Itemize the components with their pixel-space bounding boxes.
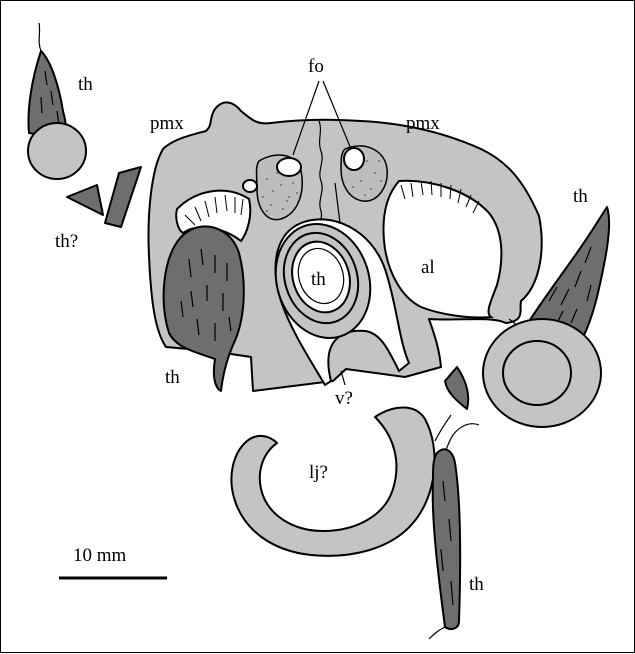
tooth-bottom <box>429 449 460 639</box>
label-th-right: th <box>573 186 588 207</box>
label-fo: fo <box>308 56 324 77</box>
label-th-center: th <box>311 269 326 290</box>
tooth-top-left <box>28 23 86 179</box>
tooth-fragments-th-question <box>67 167 141 227</box>
scale-bar-label: 10 mm <box>73 545 127 566</box>
fine-lines <box>435 415 479 453</box>
label-th-lower-left: th <box>165 367 180 388</box>
label-th-top-left: th <box>78 74 93 95</box>
tooth-fragment-diamond <box>445 367 468 409</box>
label-th-question: th? <box>55 231 78 252</box>
lower-jaw-arc <box>231 408 434 556</box>
label-pmx-right: pmx <box>406 113 440 134</box>
label-th-bottom: th <box>469 574 484 595</box>
label-pmx-left: pmx <box>150 113 184 134</box>
label-v-question: v? <box>335 388 353 409</box>
scale-bar: 10 mm <box>59 545 167 578</box>
label-lj-question: lj? <box>309 462 328 483</box>
label-al: al <box>421 257 435 278</box>
